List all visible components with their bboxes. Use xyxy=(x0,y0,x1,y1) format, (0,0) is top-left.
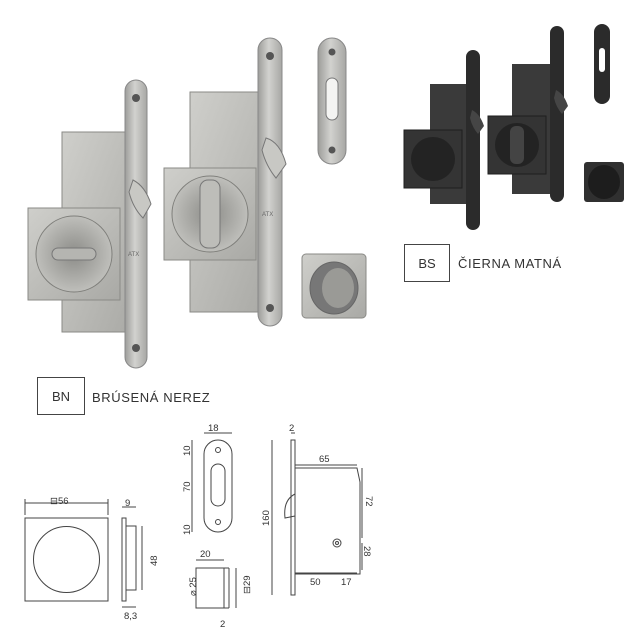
dim-rosette-height: 48 xyxy=(149,555,160,566)
dim-lock-faceplate: 2 xyxy=(289,423,294,434)
privacy-lock-left: ATX xyxy=(27,79,152,369)
finish-name-bs: ČIERNA MATNÁ xyxy=(458,256,562,271)
technical-drawings: ⊟56 9 48 8,3 18 10 70 10 20 ⌀ 25 ⊟29 2 xyxy=(24,423,374,630)
brand-mark-center: ATX xyxy=(262,212,273,218)
dim-lock-bolt: 17 xyxy=(341,577,352,588)
drawing-edge-pull: 20 ⌀ 25 ⊟29 2 xyxy=(188,549,253,630)
finish-code-bs: BS xyxy=(404,244,450,282)
product-photo-stainless: ATX ATX xyxy=(27,37,367,369)
strike-plate-black xyxy=(594,24,610,104)
edge-pull-black xyxy=(584,162,624,202)
finish-name-bn: BRÚSENÁ NEREZ xyxy=(92,390,211,405)
dim-strike-bottom: 10 xyxy=(182,524,193,535)
dim-strike-top: 10 xyxy=(182,445,193,456)
dim-lock-height: 160 xyxy=(261,510,272,526)
dim-lock-backset: 50 xyxy=(310,577,321,588)
dim-pull-square: ⊟29 xyxy=(242,575,253,594)
dim-pull-flange: 2 xyxy=(220,619,225,630)
drawing-strike-plate: 18 10 70 10 xyxy=(182,423,233,535)
drawing-lock-body: 2 65 160 72 50 17 28 xyxy=(261,423,374,596)
finish-code-bn: BN xyxy=(37,377,85,415)
dim-strike-slot: 70 xyxy=(182,481,193,492)
dim-lock-spindle: 28 xyxy=(361,546,372,557)
dim-lock-latch: 72 xyxy=(363,496,374,507)
drawing-rosette-side: 9 48 8,3 xyxy=(121,498,160,622)
privacy-lock-black-center xyxy=(487,26,568,202)
dim-pull-width: 20 xyxy=(200,549,211,560)
dim-rosette-depth: 9 xyxy=(125,498,130,509)
drawing-rosette-front: ⊟56 xyxy=(24,496,109,602)
brand-mark-left: ATX xyxy=(128,252,139,258)
strike-plate xyxy=(317,37,347,165)
dim-rosette-width: ⊟56 xyxy=(50,496,69,507)
dim-rosette-plate: 8,3 xyxy=(124,611,137,622)
dim-strike-width: 18 xyxy=(208,423,219,434)
dim-pull-diameter: ⌀ 25 xyxy=(188,577,199,596)
privacy-lock-center: ATX xyxy=(163,37,287,327)
dim-lock-body-width: 65 xyxy=(319,454,330,465)
edge-pull xyxy=(301,253,367,319)
privacy-lock-black-left xyxy=(403,50,484,230)
product-photo-black xyxy=(403,24,624,230)
